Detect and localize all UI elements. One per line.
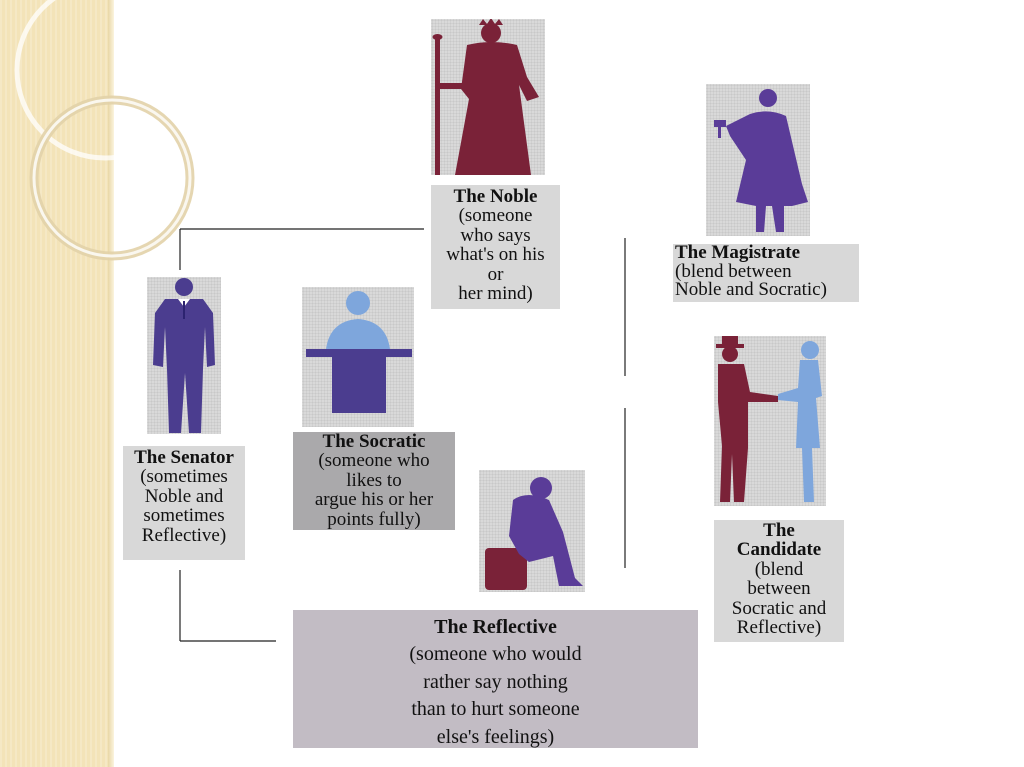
reflective-desc-line: rather say nothing <box>293 669 698 696</box>
socratic-title: The Socratic <box>293 432 455 451</box>
senator-label-box: The Senator (sometimes Noble and sometim… <box>123 446 245 560</box>
senator-desc-line: sometimes <box>123 506 245 525</box>
noble-desc-line: or <box>431 265 560 284</box>
candidate-figure-icon <box>714 336 826 506</box>
reflective-label-box: The Reflective (someone who would rather… <box>293 610 698 748</box>
reflective-title: The Reflective <box>293 614 698 641</box>
senator-figure-icon <box>147 277 221 434</box>
magistrate-title: The Magistrate <box>675 244 859 263</box>
candidate-desc-line: Reflective) <box>714 618 844 637</box>
noble-desc-line: (someone <box>431 206 560 225</box>
socratic-desc-line: argue his or her <box>293 490 455 509</box>
candidate-title-line: The <box>714 521 844 540</box>
noble-figure-icon <box>431 19 545 175</box>
socratic-label-box: The Socratic (someone who likes to argue… <box>293 432 455 530</box>
senator-desc-line: (sometimes <box>123 467 245 486</box>
noble-label-box: The Noble (someone who says what's on hi… <box>431 185 560 309</box>
senator-desc-line: Noble and <box>123 487 245 506</box>
reflective-desc-line: (someone who would <box>293 641 698 668</box>
candidate-desc-line: (blend <box>714 560 844 579</box>
noble-desc-line: her mind) <box>431 284 560 303</box>
socratic-desc-line: (someone who <box>293 451 455 470</box>
noble-title: The Noble <box>431 187 560 206</box>
reflective-desc-line: than to hurt someone <box>293 696 698 723</box>
noble-desc-line: what's on his <box>431 245 560 264</box>
candidate-desc-line: Socratic and <box>714 599 844 618</box>
reflective-figure-icon <box>479 470 585 592</box>
magistrate-figure-icon <box>706 84 810 236</box>
socratic-desc-line: likes to <box>293 471 455 490</box>
candidate-title-line: Candidate <box>714 540 844 559</box>
magistrate-desc-line: Noble and Socratic) <box>675 281 859 300</box>
candidate-label-box: The Candidate (blend between Socratic an… <box>714 520 844 642</box>
senator-desc-line: Reflective) <box>123 526 245 545</box>
candidate-desc-line: between <box>714 579 844 598</box>
senator-title: The Senator <box>123 448 245 467</box>
socratic-desc-line: points fully) <box>293 510 455 529</box>
noble-desc-line: who says <box>431 226 560 245</box>
socratic-figure-icon <box>302 287 414 427</box>
reflective-desc-line: else's feelings) <box>293 724 698 751</box>
magistrate-label-box: The Magistrate (blend between Noble and … <box>673 244 859 302</box>
